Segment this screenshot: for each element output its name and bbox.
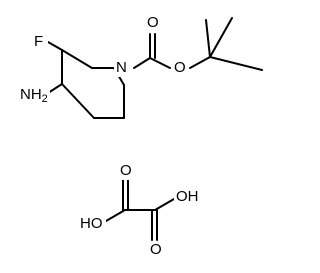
bond-n1-carbonyl-carbon	[133, 57, 151, 69]
fluorine-label: F	[34, 33, 43, 50]
bond-right-hydroxyl	[154, 198, 175, 211]
bond-ester-oxygen-tbutyl	[189, 56, 211, 69]
ring-bond-c3-c2	[61, 49, 93, 69]
chemical-structure-diagram: F NH2 N O O O O HO OH	[20, 14, 263, 259]
carbonyl-oxygen-label: O	[147, 14, 159, 31]
bond-c3-fluorine	[47, 41, 63, 51]
bond-c4-amine	[47, 83, 63, 94]
bond-carbonyl-ester-oxygen	[149, 57, 171, 69]
ring-bond-c4-c3	[61, 83, 95, 119]
ester-oxygen-mask	[172, 59, 188, 77]
amine-mask	[20, 86, 50, 104]
right-hydroxyl-mask	[174, 188, 202, 206]
right-carbonyl-oxygen-label: O	[150, 241, 162, 258]
amine-subscript: 2	[42, 93, 48, 105]
left-hydroxyl-label: HO	[80, 215, 103, 232]
bond-tbutyl-methyl-up	[209, 17, 233, 58]
bond-tbutyl-methyl-right	[209, 56, 263, 71]
bond-tbutyl-methyl-left	[205, 19, 211, 58]
amine-label: NH2	[20, 86, 48, 105]
left-carbonyl-oxygen-label: O	[120, 162, 132, 179]
carbonyl-oxygen-mask	[145, 14, 161, 32]
bond-left-hydroxyl	[105, 209, 126, 222]
right-hydroxyl-label: OH	[176, 188, 199, 205]
boc-fluoro-aminopiperidine: F NH2 N O O	[20, 14, 263, 119]
ester-oxygen-label: O	[174, 59, 186, 76]
ring-nitrogen-mask	[114, 59, 130, 77]
oxalic-acid: O O HO OH	[78, 162, 202, 259]
left-hydroxyl-mask	[78, 215, 106, 233]
left-carbonyl-oxygen-mask	[117, 162, 133, 180]
right-carbonyl-oxygen-mask	[148, 241, 164, 259]
ring-nitrogen-label: N	[116, 59, 127, 76]
fluorine-mask	[34, 33, 48, 51]
